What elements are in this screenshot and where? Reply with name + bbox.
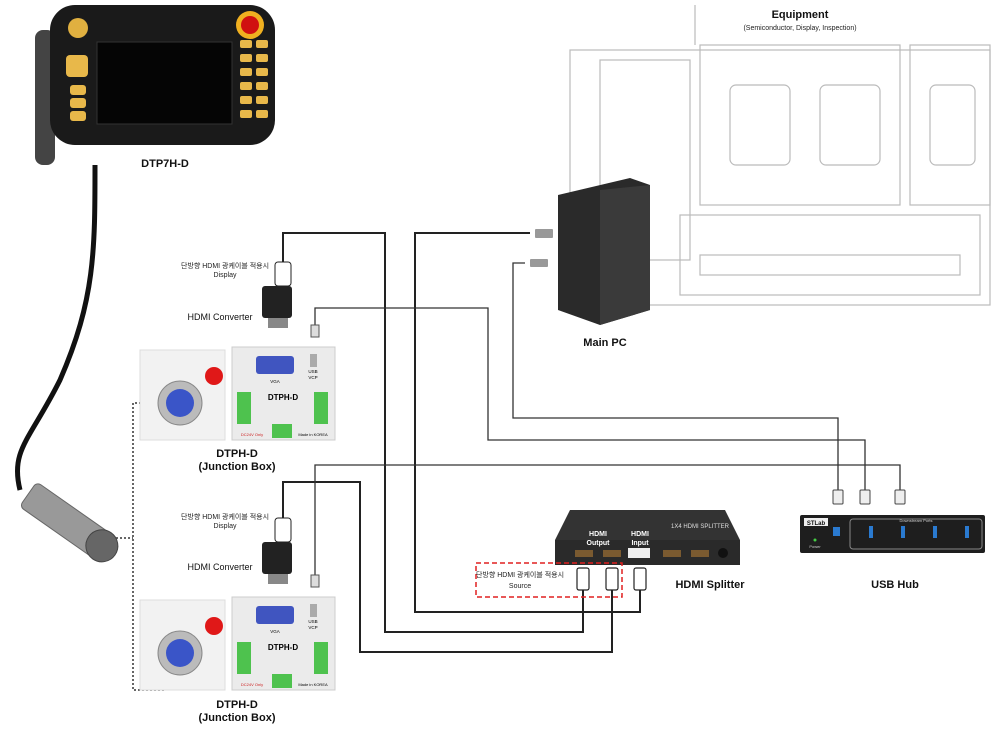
source-note-line1: 단방향 HDMI 광케이블 적용시	[476, 570, 564, 579]
jb1-converter-label: HDMI Converter	[187, 312, 252, 322]
equipment-illustration	[569, 5, 991, 306]
jb2-label-line2: (Junction Box)	[199, 712, 276, 724]
jb1-made: Made in KOREA	[298, 432, 328, 437]
jb2-label-line1: DTPH-D	[216, 699, 258, 711]
jb1-label-line2: (Junction Box)	[199, 461, 276, 473]
jb2-warning: DC24V Only	[241, 682, 263, 687]
splitter-input-label-2: Input	[631, 540, 649, 547]
splitter-output-label-1: HDMI	[589, 531, 607, 538]
equipment-title: Equipment	[772, 9, 829, 21]
hdmi-splitter-illustration: 1X4 HDMI SPLITTER	[555, 510, 740, 565]
main-pc-label: Main PC	[583, 337, 626, 349]
jb1-usb-label-2: VCP	[308, 375, 317, 380]
usb-hub-power-label: Power	[809, 544, 821, 549]
usb-hub-plugs	[832, 489, 906, 505]
usb-hub-ports-label: Downstream Ports	[900, 518, 933, 523]
jb2-vga-label: VGA	[270, 629, 280, 634]
jb1-model: DTPH-D	[268, 393, 298, 402]
jb2-cable-note: 단방향 HDMI 광케이블 적용시	[181, 512, 269, 521]
hdmi-splitter-label: HDMI Splitter	[675, 579, 745, 591]
splitter-hdmi-plugs	[576, 567, 647, 591]
jb1-vga-label: VGA	[270, 379, 280, 384]
splitter-input-label-1: HDMI	[631, 531, 649, 538]
pendant-dtp7h-d	[14, 5, 275, 563]
pendant-label: DTP7H-D	[141, 158, 189, 170]
jb1-label-line1: DTPH-D	[216, 448, 258, 460]
jb2-made: Made in KOREA	[298, 682, 328, 687]
junction-box-1: VGA USB VCP DTPH-D DC24V Only Made in KO…	[139, 261, 336, 441]
usb-cables	[314, 262, 901, 575]
usb-hub-label: USB Hub	[871, 579, 919, 591]
main-pc-illustration	[530, 178, 650, 325]
jb2-usb-label-2: VCP	[308, 625, 317, 630]
jb1-cable-note-sub: Display	[214, 272, 237, 279]
jb1-warning: DC24V Only	[241, 432, 263, 437]
usb-hub-illustration: STLab Downstream Ports Power	[800, 515, 985, 553]
jb2-usb-label-1: USB	[308, 619, 317, 624]
jb1-cable-note: 단방향 HDMI 광케이블 적용시	[181, 261, 269, 270]
jb2-converter-label: HDMI Converter	[187, 562, 252, 572]
hdmi-cables	[282, 232, 641, 653]
jb2-cable-note-sub: Display	[214, 523, 237, 530]
usb-hub-brand: STLab	[807, 521, 826, 527]
jb2-model: DTPH-D	[268, 643, 298, 652]
source-note-line2: Source	[509, 583, 531, 590]
source-note-box	[475, 562, 623, 598]
splitter-output-label-2: Output	[587, 540, 611, 547]
junction-box-2: VGA USB VCP DTPH-D DC24V Only Made in KO…	[139, 517, 336, 691]
splitter-product-text: 1X4 HDMI SPLITTER	[671, 524, 730, 530]
equipment-subtitle: (Semiconductor, Display, Inspection)	[743, 25, 856, 32]
jb1-usb-label-1: USB	[308, 369, 317, 374]
